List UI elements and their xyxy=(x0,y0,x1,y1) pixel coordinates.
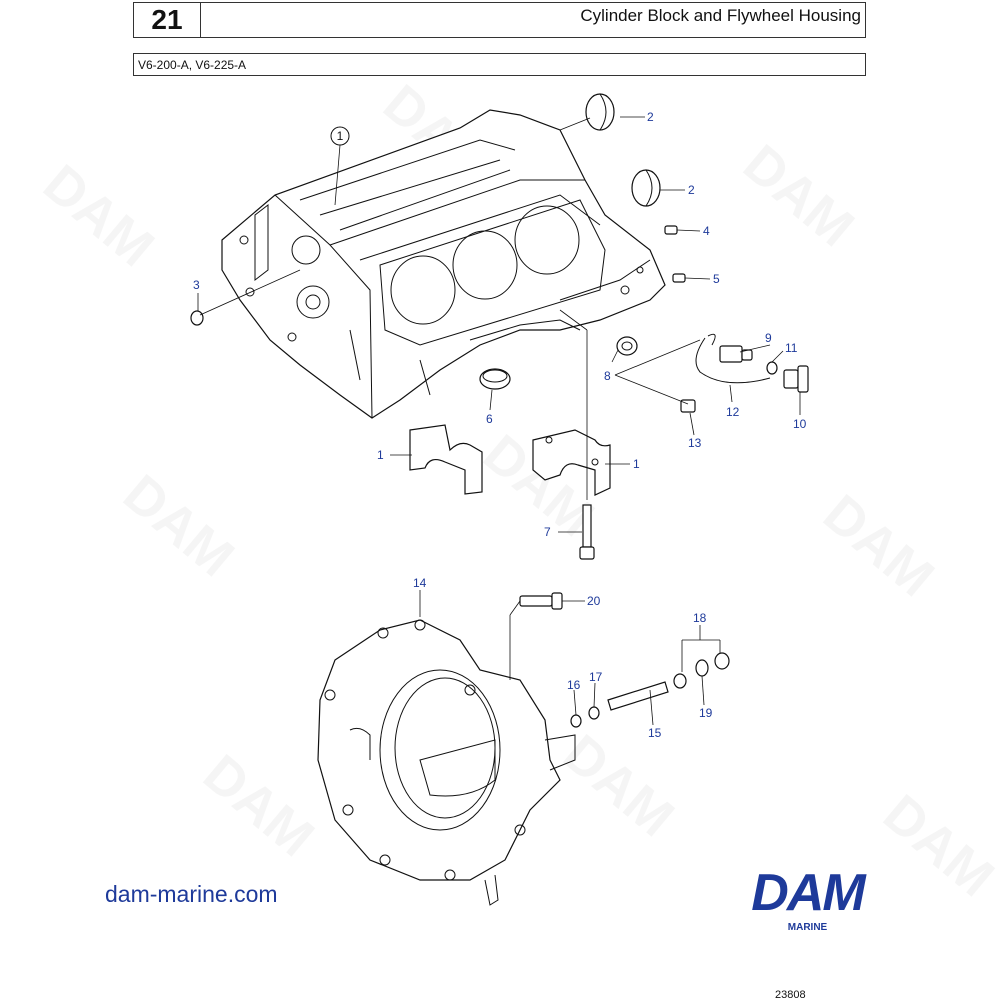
brand-logo-text: DAM xyxy=(751,864,865,922)
callout-17: 17 xyxy=(589,670,603,684)
core-plug-lower xyxy=(631,169,661,207)
callout-15: 15 xyxy=(648,726,662,740)
adapter-9 xyxy=(719,345,753,363)
washer-16 xyxy=(570,714,582,728)
watermark: DAM xyxy=(812,483,945,608)
callout-13: 13 xyxy=(688,436,702,450)
watermark: DAM xyxy=(112,463,245,588)
brand-subtitle: MARINE xyxy=(787,922,828,933)
callout-2: 2 xyxy=(647,110,654,124)
callout-12: 12 xyxy=(726,405,740,419)
callout-8: 8 xyxy=(604,369,611,383)
hose-12 xyxy=(695,333,771,384)
model-list: V6-200-A, V6-225-A xyxy=(133,53,866,76)
leader-lines xyxy=(197,116,801,726)
page-title: Cylinder Block and Flywheel Housing xyxy=(580,6,861,25)
callout-1: 1 xyxy=(337,129,344,143)
core-plug-upper xyxy=(585,93,615,131)
drawing-number: 23808 xyxy=(775,989,806,1001)
flywheel-housing xyxy=(317,619,576,906)
callout-4: 4 xyxy=(703,224,710,238)
bolt-20 xyxy=(519,592,563,610)
callout-16: 16 xyxy=(567,678,581,692)
callout-2: 2 xyxy=(688,183,695,197)
callout-1: 1 xyxy=(377,448,384,462)
header-row: 21 Cylinder Block and Flywheel Housing xyxy=(133,2,866,38)
callout-11: 11 xyxy=(785,341,798,355)
nut-set-18 xyxy=(673,652,730,689)
washer-17 xyxy=(588,706,600,720)
callout-3: 3 xyxy=(193,278,200,292)
watermark: DAM xyxy=(732,133,865,258)
callout-5: 5 xyxy=(713,272,720,286)
washer-11 xyxy=(766,361,778,375)
callout-labels: 1 2 2 3 4 5 6 1 1 7 8 9 10 11 12 13 14 1… xyxy=(193,110,807,740)
callout-18: 18 xyxy=(693,611,707,625)
callout-9: 9 xyxy=(765,331,772,345)
bearing-bolt-7 xyxy=(579,504,595,560)
brand-logo: DAM MARINE xyxy=(715,866,900,933)
page-number: 21 xyxy=(134,3,201,37)
seal-6 xyxy=(479,368,511,390)
bearing-cap-right xyxy=(532,429,611,496)
callout-1: 1 xyxy=(633,457,640,471)
plug-3 xyxy=(190,310,204,326)
watermark: DAM xyxy=(192,743,325,868)
watermark: DAM xyxy=(552,723,685,848)
callout-10: 10 xyxy=(793,417,807,431)
callout-7: 7 xyxy=(544,525,551,539)
sensor-8 xyxy=(616,336,638,356)
callout-19: 19 xyxy=(699,706,713,720)
callout-14: 14 xyxy=(413,576,427,590)
plug-5 xyxy=(672,273,686,283)
drain-plug-10 xyxy=(783,365,809,393)
plug-4 xyxy=(664,225,678,235)
website-link[interactable]: dam-marine.com xyxy=(105,881,278,907)
callout-circle xyxy=(330,126,350,146)
bearing-cap-left xyxy=(409,424,483,495)
cylinder-block xyxy=(221,109,666,419)
stud-15 xyxy=(607,681,669,711)
callout-6: 6 xyxy=(486,412,493,426)
callout-20: 20 xyxy=(587,594,601,608)
watermark: DAM xyxy=(32,153,165,278)
